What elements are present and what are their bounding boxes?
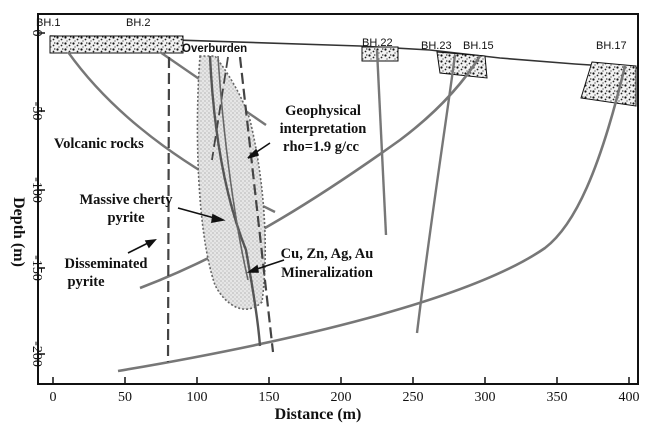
overburden-block [361, 46, 399, 62]
x-tick-label: 0 [50, 390, 57, 405]
geophysical-boundary-left [166, 56, 171, 363]
annotation-arrows [127, 142, 285, 273]
x-tick-label: 350 [547, 390, 568, 405]
massive-pyrite-label: pyrite [107, 210, 145, 226]
overburden-block [436, 51, 488, 79]
x-axis: 0 50 100 150 200 250 300 350 400 Distanc… [50, 377, 640, 423]
x-tick-label: 100 [187, 390, 208, 405]
y-axis: 0 -50 -100 -150 -200 Depth (m) [10, 30, 45, 367]
borehole-trace-bh22 [375, 49, 388, 236]
borehole-label-bh22: BH.22 [362, 37, 393, 49]
x-tick-label: 400 [619, 390, 640, 405]
borehole-label-bh23: BH.23 [421, 40, 452, 52]
disseminated-pyrite-label: pyrite [67, 274, 105, 290]
y-axis-label: Depth (m) [10, 197, 27, 267]
y-tick-label: -100 [29, 177, 44, 203]
plot-frame [37, 13, 639, 385]
x-axis-label: Distance (m) [275, 406, 362, 423]
borehole-label-bh15: BH.15 [463, 40, 494, 52]
geophysical-label: Geophysical [285, 103, 361, 119]
x-tick-label: 300 [475, 390, 496, 405]
borehole-label-bh2: BH.2 [126, 17, 150, 29]
borehole-label-bh17: BH.17 [596, 40, 627, 52]
x-tick-label: 50 [118, 390, 132, 405]
lower-contact [117, 65, 627, 373]
disseminated-pyrite-label: Disseminated [65, 256, 148, 272]
mineralization-label: Cu, Zn, Ag, Au [281, 246, 374, 262]
x-tick-label: 200 [331, 390, 352, 405]
geophysical-boundary-inner [211, 56, 229, 161]
overburden-label: Overburden [182, 43, 247, 55]
y-tick-label: -150 [29, 255, 44, 281]
x-tick-label: 150 [259, 390, 280, 405]
geophysical-boundary-right [238, 56, 275, 353]
borehole-label-bh1: BH.1 [36, 17, 60, 29]
mineralization-vein [217, 55, 249, 281]
y-tick-label: 0 [29, 30, 44, 37]
overburden-block [49, 35, 184, 54]
geophysical-label: rho=1.9 g/cc [283, 139, 359, 155]
borehole-trace-bh23 [415, 54, 457, 334]
geophysical-label: interpretation [280, 121, 367, 137]
massive-pyrite-label: Massive cherty [79, 192, 173, 208]
mineralization-label: Mineralization [281, 265, 373, 281]
volcanic-rocks-label: Volcanic rocks [54, 136, 144, 152]
x-tick-label: 250 [403, 390, 424, 405]
y-tick-label: -50 [29, 102, 44, 121]
y-tick-label: -200 [29, 341, 44, 367]
mineralization-vein [208, 55, 262, 347]
